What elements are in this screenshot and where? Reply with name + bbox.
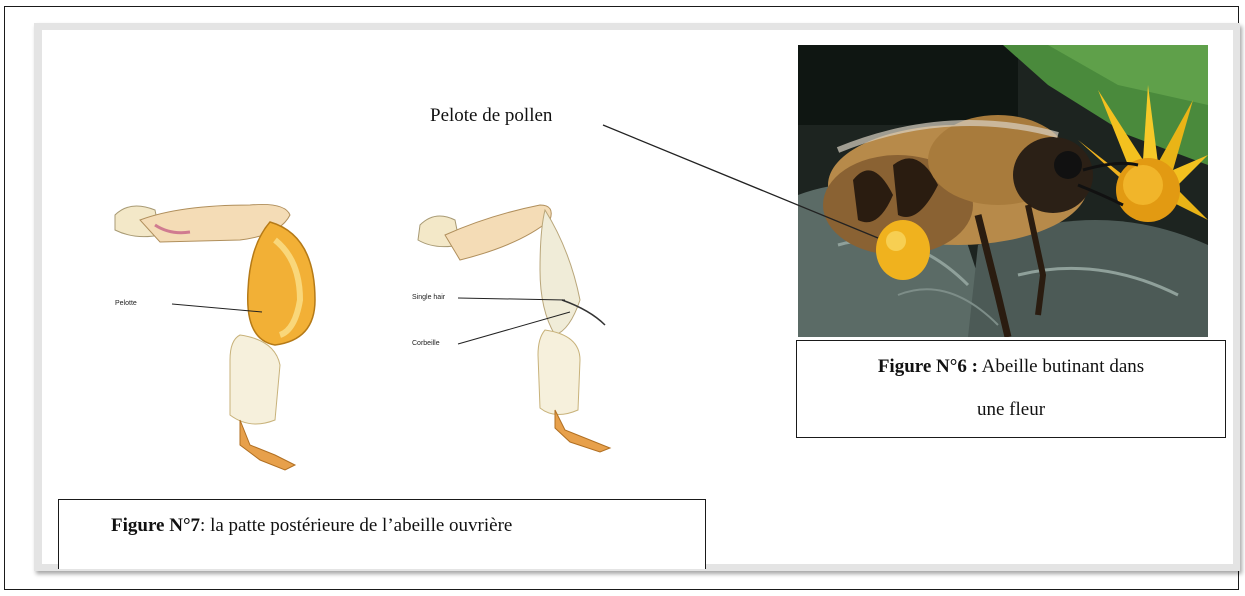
pollen-ball xyxy=(876,220,930,280)
figure-6-caption-line2: une fleur xyxy=(797,399,1225,421)
figure-6-caption-box: Figure N°6 : Abeille butinant dans une f… xyxy=(796,340,1226,438)
leg-corbeille xyxy=(418,205,610,452)
figure-6-number: Figure N°6 : xyxy=(878,356,978,377)
figure-6-caption-line1: Figure N°6 : Abeille butinant dans xyxy=(797,356,1225,378)
figure-6-text-line1: Abeille butinant dans xyxy=(978,356,1144,377)
pelote-de-pollen-label: Pelote de pollen xyxy=(430,105,552,127)
bee-leg-illustrations xyxy=(100,190,640,480)
single-hair-label: Single hair xyxy=(412,294,445,301)
figure-7-caption: Figure N°7: la patte postérieure de l’ab… xyxy=(111,515,512,537)
corbeille-label: Corbeille xyxy=(412,340,440,347)
leg-pelotte xyxy=(115,204,315,470)
figure-7-caption-box: Figure N°7: la patte postérieure de l’ab… xyxy=(58,499,706,569)
pelotte-label: Pelotte xyxy=(115,300,137,307)
bee-photo xyxy=(798,45,1208,337)
figure-7-number: Figure N°7 xyxy=(111,515,200,536)
figure-7-text: : la patte postérieure de l’abeille ouvr… xyxy=(200,515,512,536)
